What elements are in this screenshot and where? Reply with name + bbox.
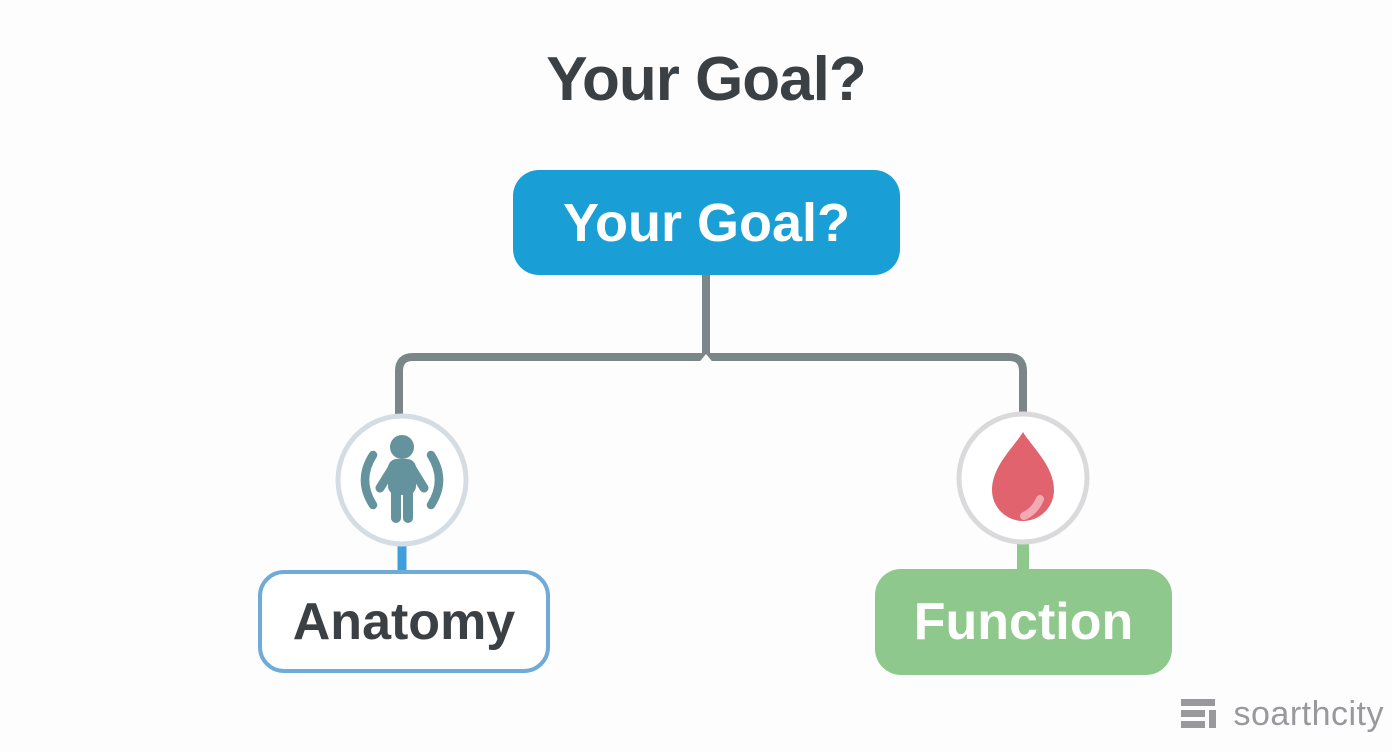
person-body-icon	[360, 435, 444, 523]
watermark-logo-icon	[1180, 699, 1216, 728]
branch-bracket-line	[395, 353, 1027, 415]
node-anatomy: Anatomy	[258, 570, 550, 673]
page-title: Your Goal?	[546, 45, 867, 114]
junction-notch	[699, 354, 713, 363]
node-function-label: Function	[913, 593, 1134, 651]
watermark: soarthcity	[1178, 694, 1385, 734]
watermark-brand-text: soarthcity	[1233, 694, 1384, 733]
node-your-goal: Your Goal?	[513, 170, 900, 275]
node-your-goal-label: Your Goal?	[562, 192, 850, 253]
node-anatomy-label: Anatomy	[292, 592, 516, 651]
node-function: Function	[875, 569, 1172, 675]
blood-drop-icon	[992, 432, 1054, 521]
